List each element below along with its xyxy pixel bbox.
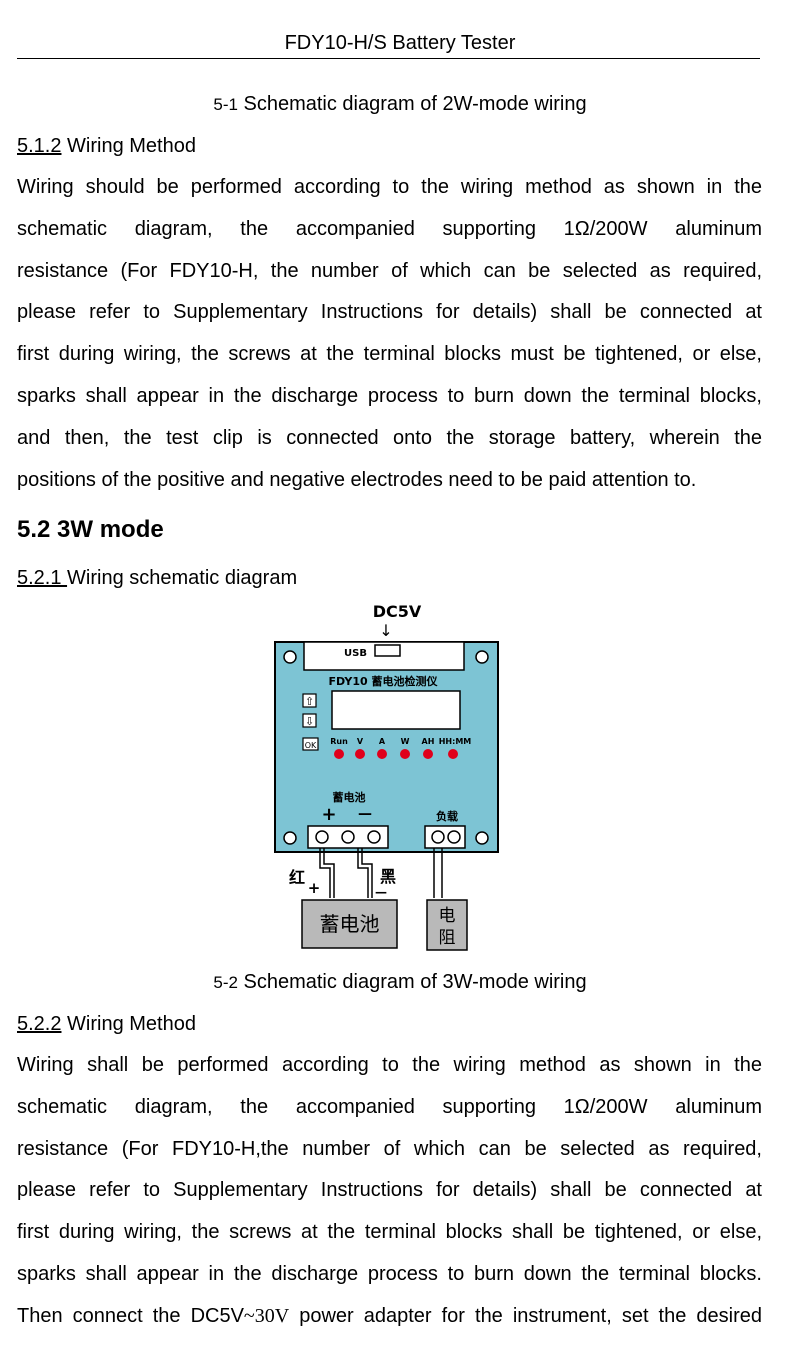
led-hhmm	[448, 749, 458, 759]
black-label: 黑	[380, 867, 396, 886]
negative-mark: —	[375, 885, 387, 899]
load-terminal-label: 负载	[436, 809, 458, 823]
paragraph-line: Wiring should be performed according to …	[17, 176, 762, 198]
mounting-hole-icon	[283, 831, 297, 845]
screw-icon	[315, 830, 329, 844]
text-run: Then connect the DC5V	[17, 1304, 244, 1327]
resistor-label-2: 阻	[439, 928, 456, 948]
mounting-hole-icon	[283, 650, 297, 664]
caption-text: Schematic diagram of 3W-mode wiring	[237, 971, 587, 993]
paragraph-2w-wiring: Wiring should be performed according to …	[17, 167, 762, 501]
indicator-label-ah: AH	[422, 737, 435, 746]
resistor-box	[426, 899, 468, 951]
wiring-diagram-3w: DC5V ↓ USB FDY10 蓄电池检测仪 ⇧ ⇩ OK Run V A W…	[260, 598, 520, 958]
battery-terminal-label: 蓄电池	[333, 790, 366, 804]
text-run: power adapter for the instrument, set th…	[289, 1304, 762, 1327]
paragraph-line: first during wiring, the screws at the t…	[17, 343, 762, 366]
power-arrow-icon: ↓	[379, 621, 392, 640]
lcd-screen	[331, 690, 461, 730]
paragraph-line: resistance (For FDY10-H,the number of wh…	[17, 1137, 762, 1160]
voltage-range: ~30V	[243, 1304, 290, 1327]
up-arrow-icon: ⇧	[305, 695, 314, 708]
device-title: FDY10 蓄电池检测仪	[329, 674, 439, 688]
page-header: FDY10-H/S Battery Tester	[284, 32, 516, 54]
paragraph-line: positions of the positive and negative e…	[17, 468, 697, 491]
led-run	[334, 749, 344, 759]
paragraph-line: and then, the test clip is connected ont…	[17, 426, 762, 449]
subheading-number: 5.2.2	[17, 1013, 62, 1035]
header-rule	[17, 58, 760, 59]
paragraph-line: Wiring shall be performed according to t…	[17, 1054, 762, 1076]
figure-caption-5-1: 5-1 Schematic diagram of 2W-mode wiring	[0, 93, 800, 116]
battery-box	[301, 899, 398, 949]
paragraph-line: schematic diagram, the accompanied suppo…	[17, 217, 762, 240]
subheading-5-2-1: 5.2.1 Wiring schematic diagram	[17, 567, 297, 590]
usb-label: USB	[344, 648, 367, 659]
red-wire	[319, 848, 331, 898]
paragraph-line-last: Then connect the DC5V~30V power adapter …	[17, 1296, 762, 1338]
caption-text: Schematic diagram of 2W-mode wiring	[237, 93, 587, 115]
black-wire	[361, 848, 373, 898]
screw-icon	[447, 830, 461, 844]
down-button	[302, 713, 317, 728]
paragraph-line: resistance (For FDY10-H, the number of w…	[17, 259, 762, 282]
paragraph-line: please refer to Supplementary Instructio…	[17, 1179, 762, 1202]
ok-button	[302, 737, 319, 751]
positive-mark: +	[308, 879, 321, 897]
subheading-number: 5.2.1	[17, 567, 68, 589]
screw-icon	[431, 830, 445, 844]
mounting-hole-icon	[475, 650, 489, 664]
subheading-title: Wiring schematic diagram	[67, 567, 298, 589]
paragraph-line: please refer to Supplementary Instructio…	[17, 301, 762, 324]
subheading-title: Wiring Method	[61, 135, 196, 157]
section-title-5-2: 5.2 3W mode	[17, 516, 164, 543]
led-a	[377, 749, 387, 759]
battery-box-label: 蓄电池	[320, 912, 380, 936]
down-arrow-icon: ⇩	[305, 715, 314, 728]
paragraph-line: schematic diagram, the accompanied suppo…	[17, 1095, 762, 1118]
led-ah	[423, 749, 433, 759]
subheading-5-1-2: 5.1.2 Wiring Method	[17, 135, 196, 158]
caption-number: 5-2	[213, 973, 238, 992]
subheading-number: 5.1.2	[17, 135, 62, 157]
figure-caption-5-2: 5-2 Schematic diagram of 3W-mode wiring	[0, 971, 800, 994]
red-label: 红	[289, 868, 305, 887]
plus-sign: +	[321, 804, 336, 825]
indicator-label-w: W	[401, 737, 410, 746]
indicator-label-v: V	[357, 737, 364, 746]
caption-number: 5-1	[213, 95, 238, 114]
subheading-title: Wiring Method	[61, 1013, 196, 1035]
black-wire	[357, 848, 369, 898]
indicator-label-hhmm: HH:MM	[439, 737, 472, 746]
led-v	[355, 749, 365, 759]
subheading-5-2-2: 5.2.2 Wiring Method	[17, 1013, 196, 1036]
up-button	[302, 693, 317, 708]
paragraph-3w-wiring: Wiring shall be performed according to t…	[17, 1045, 762, 1338]
indicator-label-run: Run	[330, 737, 348, 746]
paragraph-line: first during wiring, the screws at the t…	[17, 1221, 762, 1244]
paragraph-line: sparks shall appear in the discharge pro…	[17, 384, 762, 407]
paragraph-line: sparks shall appear in the discharge pro…	[17, 1262, 762, 1285]
indicator-label-a: A	[379, 737, 386, 746]
usb-port-icon	[374, 644, 401, 657]
dc5v-label: DC5V	[373, 602, 422, 621]
mounting-hole-icon	[475, 831, 489, 845]
screw-icon	[367, 830, 381, 844]
ok-button-label: OK	[305, 741, 317, 750]
red-wire	[323, 848, 335, 898]
minus-sign: —	[358, 806, 372, 822]
led-w	[400, 749, 410, 759]
screw-icon	[341, 830, 355, 844]
resistor-label-1: 电	[439, 906, 456, 926]
